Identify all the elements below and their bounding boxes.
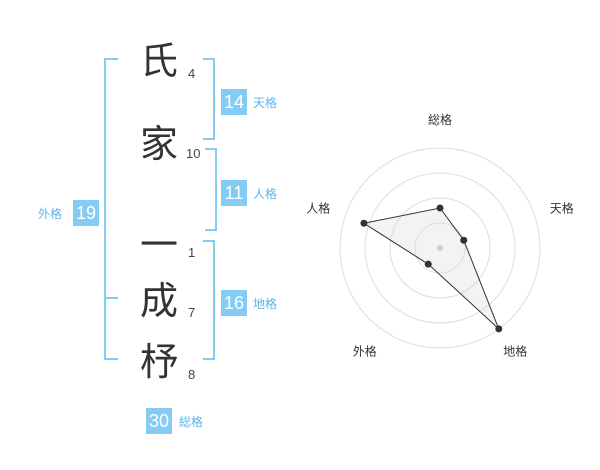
name-char-1: 氏 xyxy=(140,39,179,83)
radar-point-5 xyxy=(360,219,368,227)
radar-ring-2 xyxy=(389,197,491,299)
name-char-4: 成 xyxy=(140,279,179,323)
stroke-count-5: 8 xyxy=(188,367,196,382)
chikaku-label: 地格 xyxy=(253,297,278,311)
tenkaku-bracket xyxy=(203,58,215,140)
radar-points xyxy=(360,204,503,333)
radar-area xyxy=(362,207,500,330)
stroke-count-2: 10 xyxy=(186,146,201,161)
chikaku-value: 16 xyxy=(221,290,247,316)
soukaku-label: 総格 xyxy=(179,415,204,429)
jinkaku-label: 人格 xyxy=(253,187,278,201)
name-char-3: 一 xyxy=(140,223,179,267)
radar-ring-1 xyxy=(414,222,466,274)
soukaku-value: 30 xyxy=(146,408,172,434)
tenkaku-value: 14 xyxy=(221,89,247,115)
radar-ring-4 xyxy=(339,147,541,349)
jinkaku-value: 11 xyxy=(221,180,247,206)
chikaku-bracket xyxy=(203,240,215,360)
gaikaku-bracket-mid xyxy=(104,297,118,299)
radar-axis-label-3: 地格 xyxy=(503,344,527,359)
name-char-5: 杼 xyxy=(140,340,179,384)
gaikaku-value: 19 xyxy=(73,200,99,226)
name-char-2: 家 xyxy=(140,122,179,166)
gaikaku-bracket xyxy=(104,58,118,360)
radar-axis-label-4: 外格 xyxy=(353,344,377,359)
gaikaku-label: 外格 xyxy=(38,207,63,221)
jinkaku-bracket xyxy=(205,148,217,231)
radar-point-2 xyxy=(460,236,468,244)
tenkaku-label: 天格 xyxy=(253,96,278,110)
stroke-count-3: 1 xyxy=(188,245,196,260)
radar-axis-label-5: 人格 xyxy=(306,200,330,215)
radar-center xyxy=(437,245,443,251)
radar-axis-label-2: 天格 xyxy=(550,200,574,215)
radar-point-4 xyxy=(424,260,432,268)
radar-ring-3 xyxy=(364,172,516,324)
radar-rings xyxy=(339,147,541,349)
radar-point-3 xyxy=(495,325,503,333)
stroke-count-1: 4 xyxy=(188,66,196,81)
stroke-count-4: 7 xyxy=(188,305,196,320)
radar-point-1 xyxy=(436,204,444,212)
radar-axis-label-1: 総格 xyxy=(428,112,452,127)
